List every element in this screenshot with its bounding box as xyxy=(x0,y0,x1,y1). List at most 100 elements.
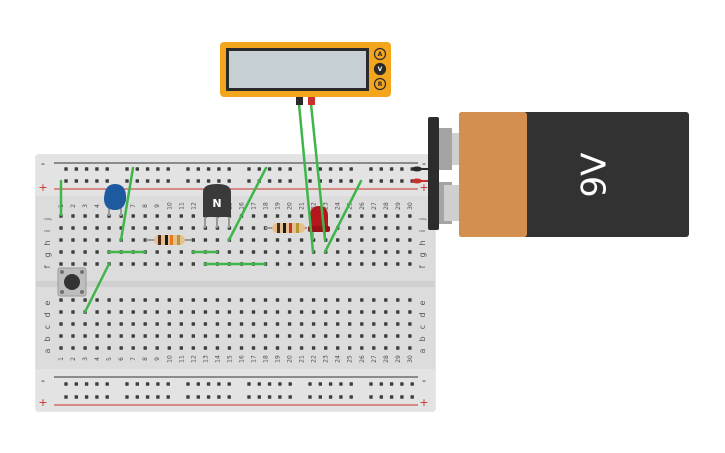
breadboard-hole[interactable] xyxy=(143,334,147,338)
breadboard-hole[interactable] xyxy=(267,395,272,399)
breadboard-hole[interactable] xyxy=(287,310,292,314)
breadboard-hole[interactable] xyxy=(308,382,312,386)
breadboard-hole[interactable] xyxy=(389,395,394,399)
breadboard-hole[interactable] xyxy=(408,346,412,350)
breadboard-hole[interactable] xyxy=(372,238,376,242)
breadboard-hole[interactable] xyxy=(299,298,304,302)
breadboard-hole[interactable] xyxy=(328,179,333,183)
breadboard-hole[interactable] xyxy=(71,250,75,254)
breadboard-hole[interactable] xyxy=(166,382,170,386)
breadboard-hole[interactable] xyxy=(251,310,256,314)
breadboard-hole[interactable] xyxy=(156,167,160,171)
breadboard-hole[interactable] xyxy=(263,322,268,326)
breadboard-hole[interactable] xyxy=(372,250,376,254)
breadboard-hole[interactable] xyxy=(369,167,373,171)
breadboard-hole[interactable] xyxy=(179,298,183,302)
breadboard-hole[interactable] xyxy=(119,298,123,302)
breadboard-hole[interactable] xyxy=(84,179,89,183)
breadboard-hole[interactable] xyxy=(400,167,404,171)
breadboard-hole[interactable] xyxy=(206,179,211,183)
breadboard-hole[interactable] xyxy=(95,298,99,302)
breadboard-hole[interactable] xyxy=(328,167,333,171)
breadboard-hole[interactable] xyxy=(348,226,352,230)
breadboard-hole[interactable] xyxy=(217,382,221,386)
breadboard-hole[interactable] xyxy=(227,322,232,326)
breadboard-hole[interactable] xyxy=(191,214,195,218)
wire[interactable] xyxy=(227,166,268,242)
breadboard[interactable]: - + - + - + - + 112233445566778899101011… xyxy=(35,154,436,412)
breadboard-hole[interactable] xyxy=(263,334,268,338)
breadboard-hole[interactable] xyxy=(318,395,322,399)
breadboard-hole[interactable] xyxy=(131,298,135,302)
breadboard-hole[interactable] xyxy=(263,214,268,218)
breadboard-hole[interactable] xyxy=(71,310,75,314)
breadboard-hole[interactable] xyxy=(348,346,352,350)
breadboard-hole[interactable] xyxy=(59,238,63,242)
breadboard-hole[interactable] xyxy=(372,214,376,218)
breadboard-hole[interactable] xyxy=(324,346,328,350)
breadboard-hole[interactable] xyxy=(74,395,78,399)
breadboard-hole[interactable] xyxy=(215,298,220,302)
breadboard-hole[interactable] xyxy=(131,322,135,326)
breadboard-hole[interactable] xyxy=(105,179,109,183)
breadboard-hole[interactable] xyxy=(384,238,388,242)
breadboard-hole[interactable] xyxy=(288,382,292,386)
breadboard-hole[interactable] xyxy=(143,310,147,314)
breadboard-hole[interactable] xyxy=(59,262,63,266)
breadboard-hole[interactable] xyxy=(336,214,340,218)
breadboard-hole[interactable] xyxy=(384,334,388,338)
breadboard-hole[interactable] xyxy=(247,179,251,183)
breadboard-hole[interactable] xyxy=(131,226,135,230)
breadboard-hole[interactable] xyxy=(196,395,200,399)
breadboard-hole[interactable] xyxy=(275,262,280,266)
battery[interactable]: 9V xyxy=(412,112,689,237)
breadboard-hole[interactable] xyxy=(308,395,312,399)
breadboard-hole[interactable] xyxy=(179,250,183,254)
breadboard-hole[interactable] xyxy=(275,346,280,350)
breadboard-hole[interactable] xyxy=(206,167,211,171)
breadboard-hole[interactable] xyxy=(217,167,221,171)
breadboard-hole[interactable] xyxy=(278,382,282,386)
breadboard-hole[interactable] xyxy=(196,167,200,171)
transistor[interactable]: N xyxy=(203,184,231,228)
breadboard-hole[interactable] xyxy=(179,310,183,314)
breadboard-hole[interactable] xyxy=(84,382,89,386)
breadboard-hole[interactable] xyxy=(74,179,78,183)
pushbutton-icon[interactable] xyxy=(64,274,80,290)
breadboard-hole[interactable] xyxy=(107,322,111,326)
breadboard-hole[interactable] xyxy=(191,298,195,302)
breadboard-hole[interactable] xyxy=(324,322,328,326)
breadboard-hole[interactable] xyxy=(251,214,256,218)
breadboard-hole[interactable] xyxy=(410,395,414,399)
breadboard-hole[interactable] xyxy=(384,226,388,230)
breadboard-hole[interactable] xyxy=(107,310,111,314)
resistor[interactable] xyxy=(265,223,307,233)
breadboard-hole[interactable] xyxy=(275,322,280,326)
breadboard-hole[interactable] xyxy=(119,346,123,350)
breadboard-hole[interactable] xyxy=(239,238,244,242)
breadboard-hole[interactable] xyxy=(275,334,280,338)
breadboard-hole[interactable] xyxy=(179,334,183,338)
breadboard-hole[interactable] xyxy=(408,322,412,326)
breadboard-hole[interactable] xyxy=(311,310,316,314)
breadboard-hole[interactable] xyxy=(372,226,376,230)
breadboard-hole[interactable] xyxy=(369,179,373,183)
breadboard-hole[interactable] xyxy=(84,395,89,399)
multimeter-mode-a-button[interactable]: A xyxy=(373,47,387,61)
multimeter-probe-black[interactable] xyxy=(296,97,303,105)
breadboard-hole[interactable] xyxy=(143,262,147,266)
breadboard-hole[interactable] xyxy=(239,346,244,350)
breadboard-hole[interactable] xyxy=(396,250,400,254)
breadboard-hole[interactable] xyxy=(105,167,109,171)
breadboard-hole[interactable] xyxy=(119,334,123,338)
breadboard-hole[interactable] xyxy=(59,310,63,314)
breadboard-hole[interactable] xyxy=(135,167,139,171)
breadboard-hole[interactable] xyxy=(396,334,400,338)
breadboard-hole[interactable] xyxy=(288,167,292,171)
breadboard-hole[interactable] xyxy=(107,298,111,302)
breadboard-hole[interactable] xyxy=(203,298,208,302)
breadboard-hole[interactable] xyxy=(196,382,200,386)
wire[interactable] xyxy=(323,179,363,254)
breadboard-hole[interactable] xyxy=(95,382,99,386)
breadboard-hole[interactable] xyxy=(215,346,220,350)
